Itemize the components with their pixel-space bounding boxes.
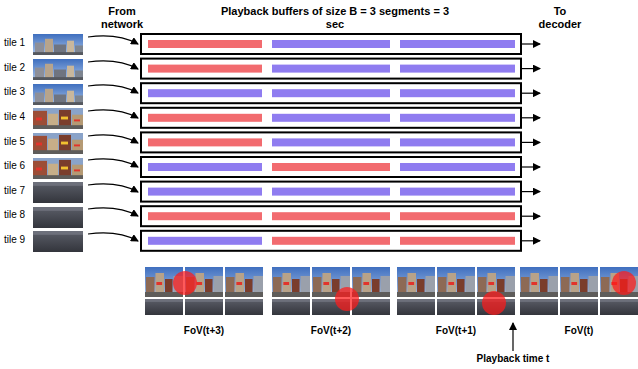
tile-label: tile 3 xyxy=(4,86,25,98)
tile-thumbnails xyxy=(33,34,83,252)
fov-label: FoV(t+3) xyxy=(164,325,244,337)
fov-label: FoV(t+2) xyxy=(291,325,371,337)
fov-label: FoV(t) xyxy=(539,325,619,337)
tile-label: tile 8 xyxy=(4,209,25,221)
playback-buffers xyxy=(141,34,521,251)
tile-label: tile 2 xyxy=(4,62,25,74)
header-label: To decoder xyxy=(531,5,589,30)
fov-label: FoV(t+1) xyxy=(416,325,496,337)
tile-label: tile 1 xyxy=(4,37,25,49)
network-arrows xyxy=(88,36,138,241)
time-label: Playback time t xyxy=(458,353,568,365)
tile-label: tile 9 xyxy=(4,234,25,246)
playback-arrow xyxy=(512,323,513,351)
decoder-arrows xyxy=(522,44,540,241)
header-label: Playback buffers of size B = 3 segments … xyxy=(220,5,450,30)
header-label: From network xyxy=(94,5,150,30)
fov-markers xyxy=(173,271,636,315)
tile-label: tile 4 xyxy=(4,111,25,123)
tile-label: tile 5 xyxy=(4,136,25,148)
tile-label: tile 7 xyxy=(4,185,25,197)
tile-label: tile 6 xyxy=(4,160,25,172)
fov-panoramas xyxy=(145,267,638,315)
